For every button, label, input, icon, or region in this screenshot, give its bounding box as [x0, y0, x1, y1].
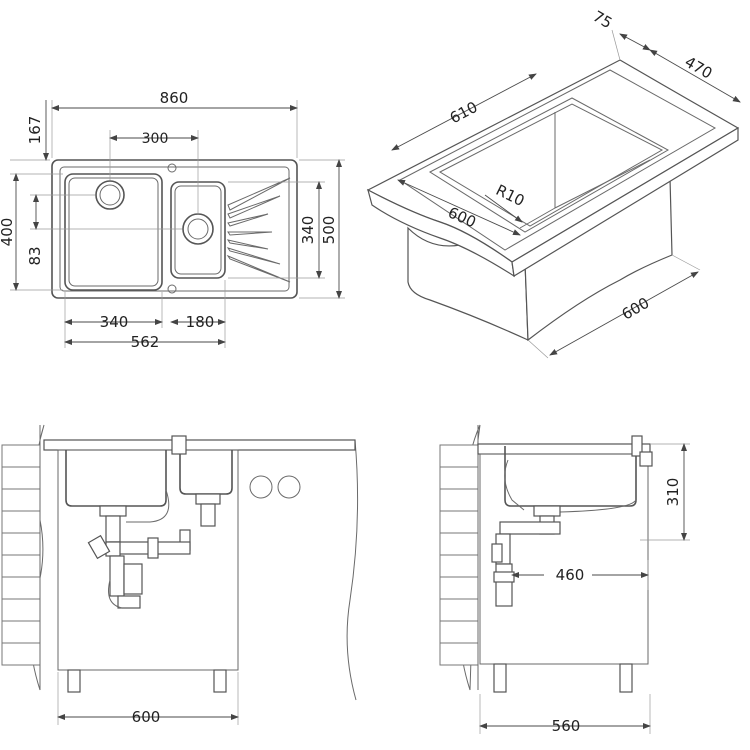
front-small-bowl	[179, 450, 233, 495]
top-view: 860 300 167 400 83 340 500 340 180	[0, 89, 345, 351]
side-tap	[631, 435, 643, 457]
front-plumbing	[87, 489, 221, 609]
front-knob-1	[249, 475, 273, 499]
cabinet-front	[57, 449, 239, 671]
side-brick-wall	[439, 424, 481, 691]
overflow-hole	[167, 284, 177, 294]
counter-edge	[44, 439, 359, 701]
side-view: 310 460 560	[439, 424, 690, 735]
dim-waste-offset: 83	[26, 246, 44, 265]
dim-iso-75: 75	[590, 7, 616, 32]
main-bowl-waste	[95, 180, 125, 210]
drainer-grooves	[226, 177, 291, 283]
dim-bowls-width: 562	[131, 333, 160, 351]
dim-front-cabinet-width: 600	[132, 708, 161, 726]
dim-small-bowl-width: 180	[186, 313, 215, 331]
side-leg-right	[619, 663, 633, 693]
front-main-bowl	[65, 450, 167, 507]
dim-side-height: 310	[664, 478, 682, 507]
dim-bowl-offset: 300	[142, 131, 169, 147]
front-view: 600	[1, 424, 359, 726]
main-bowl-inner	[68, 177, 159, 287]
side-cabinet	[479, 453, 649, 665]
dim-small-bowl-depth: 340	[299, 216, 317, 245]
front-knob-2	[277, 475, 301, 499]
dim-side-cabinet-depth: 560	[552, 717, 581, 735]
main-bowl	[64, 173, 163, 291]
side-countertop	[477, 443, 651, 455]
dim-main-bowl-width: 340	[100, 313, 129, 331]
front-tap	[171, 435, 187, 455]
side-leg-left	[493, 663, 507, 693]
dim-overall-width: 860	[160, 89, 189, 107]
side-bowl	[504, 446, 637, 507]
countertop-front	[43, 439, 356, 451]
front-leg-right	[213, 669, 227, 693]
dim-depth-top: 167	[26, 116, 44, 145]
side-plumbing	[491, 459, 637, 607]
dim-main-bowl-depth: 400	[0, 218, 16, 247]
brick-wall	[1, 424, 45, 691]
main-bowl-waste-inner	[99, 184, 121, 206]
countertop-edge-right	[511, 126, 739, 277]
front-leg-left	[67, 669, 81, 693]
dim-iso-610: 610	[447, 98, 481, 127]
dim-side-drain: 460	[556, 566, 585, 584]
dim-iso-cabinet-600: 600	[619, 294, 653, 324]
dim-overall-depth: 500	[320, 216, 338, 245]
tap-hole	[167, 163, 177, 173]
iso-view: 610 75 470 600 R10 600	[366, 7, 741, 359]
small-bowl-waste-inner	[187, 218, 209, 240]
